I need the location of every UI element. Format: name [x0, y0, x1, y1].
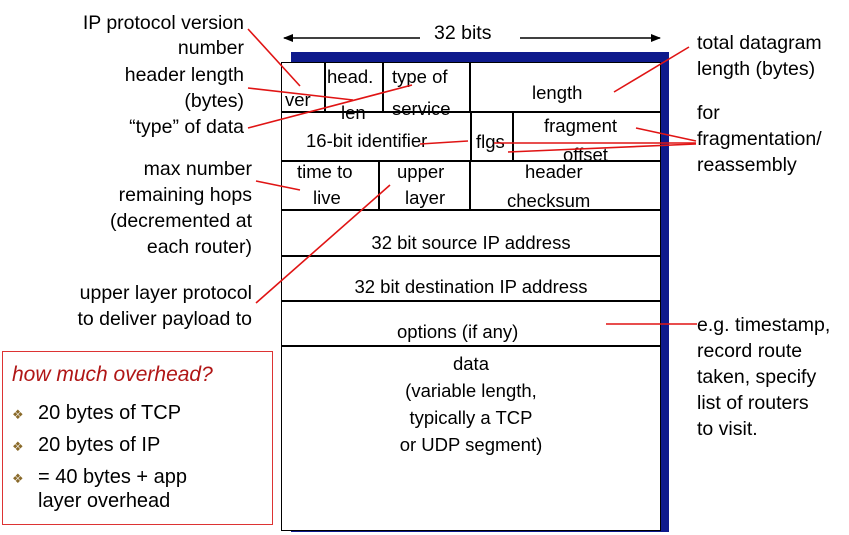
field-time-to-live: time to: [297, 161, 353, 182]
label-total-length: length (bytes): [697, 58, 816, 80]
col-divider: [324, 62, 326, 111]
field-upper-layer: layer: [405, 187, 446, 208]
field-upper-layer: upper: [397, 161, 445, 182]
pointer-ttl: [255, 180, 301, 191]
field-data: (variable length,: [405, 380, 537, 401]
field-fragment-offset: fragment: [544, 115, 618, 136]
row-divider: [281, 209, 661, 211]
pointer-type-of-data: [247, 84, 413, 129]
field-head-len: len: [341, 102, 366, 123]
col-divider: [512, 111, 514, 160]
col-divider: [382, 62, 384, 111]
label-header-length: (bytes): [184, 90, 244, 112]
label-header-length: header length: [124, 64, 244, 86]
label-ttl: max number: [143, 158, 252, 180]
field-time-to-live: live: [313, 187, 341, 208]
overhead-item: ❖20 bytes of TCP: [12, 402, 182, 424]
label-upper-layer: upper layer protocol: [79, 282, 252, 304]
label-options-examples: taken, specify: [697, 366, 817, 388]
field-data: or UDP segment): [399, 434, 543, 455]
field-data: data: [452, 353, 489, 374]
label-fragmentation: for: [697, 102, 720, 124]
label-upper-layer: to deliver payload to: [77, 308, 252, 330]
field-header-checksum: header: [525, 161, 583, 182]
field-type-of-service: service: [392, 98, 451, 119]
label-total-length: total datagram: [697, 32, 822, 54]
bullet-icon: ❖: [12, 439, 24, 454]
row-divider: [281, 300, 661, 302]
field-head-len: head.: [327, 66, 374, 87]
col-divider: [378, 160, 380, 209]
width-label: 32 bits: [434, 22, 492, 44]
label-options-examples: e.g. timestamp,: [697, 314, 831, 336]
overhead-title: how much overhead?: [12, 363, 213, 386]
label-options-examples: record route: [697, 340, 803, 362]
row-divider: [281, 160, 661, 162]
overhead-item: layer overhead: [38, 490, 171, 512]
pointer-fragment: [635, 127, 697, 142]
col-divider: [469, 62, 471, 111]
pointer-upper-layer: [255, 184, 391, 304]
pointer-identifier: [419, 140, 469, 145]
label-ttl: each router): [146, 236, 252, 258]
field-flags: flgs: [476, 131, 505, 152]
row-divider: [281, 345, 661, 347]
pointer-total-length: [613, 46, 690, 93]
field-type-of-service: type of: [392, 66, 448, 87]
pointer-header-length: [247, 87, 354, 101]
bullet-icon: ❖: [12, 407, 24, 422]
label-options-examples: list of routers: [697, 392, 809, 414]
pointer-version: [247, 28, 301, 87]
col-divider: [470, 111, 472, 160]
label-fragmentation: fragmentation/: [697, 128, 822, 150]
overhead-box: how much overhead? ❖20 bytes of TCP ❖20 …: [2, 351, 273, 525]
overhead-item: ❖= 40 bytes + app: [12, 466, 188, 488]
overhead-item: ❖20 bytes of IP: [12, 434, 161, 456]
field-header-checksum: checksum: [507, 190, 591, 211]
col-divider: [469, 160, 471, 209]
field-identifier: 16-bit identifier: [306, 130, 428, 151]
field-destination-ip: 32 bit destination IP address: [354, 276, 588, 297]
label-ttl: remaining hops: [118, 184, 252, 206]
label-ttl: (decremented at: [110, 210, 252, 232]
label-options-examples: to visit.: [697, 418, 758, 440]
label-ip-version: number: [177, 37, 244, 59]
field-source-ip: 32 bit source IP address: [371, 232, 571, 253]
bullet-icon: ❖: [12, 471, 24, 486]
field-length: length: [532, 82, 583, 103]
label-ip-version: IP protocol version: [82, 12, 244, 34]
field-options: options (if any): [397, 321, 519, 342]
field-fragment-offset: offset: [563, 144, 608, 165]
pointer-offset: [507, 143, 697, 153]
field-data: typically a TCP: [409, 407, 533, 428]
label-fragmentation: reassembly: [697, 154, 797, 176]
row-divider: [281, 255, 661, 257]
label-type-of-data: “type” of data: [129, 116, 244, 138]
